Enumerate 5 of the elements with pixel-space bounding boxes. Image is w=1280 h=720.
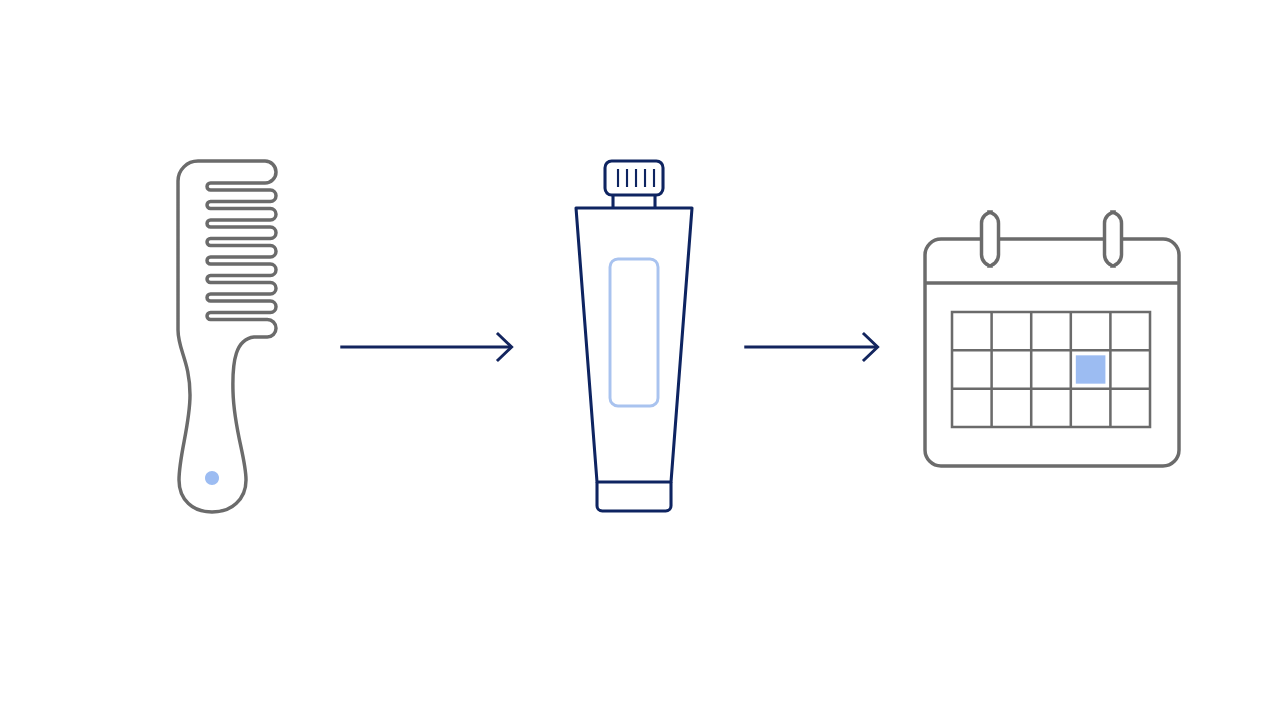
calendar-drawing xyxy=(923,210,1181,468)
arrow xyxy=(340,331,514,363)
arrow xyxy=(744,331,880,363)
comb-drawing xyxy=(176,159,278,514)
tube-drawing xyxy=(574,159,694,513)
